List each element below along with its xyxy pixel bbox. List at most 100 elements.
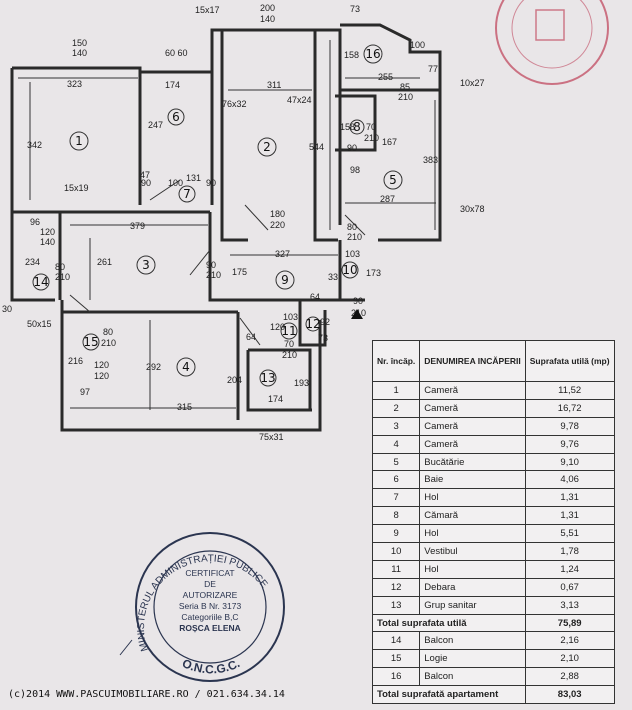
dim-label: 174 (268, 394, 283, 404)
cell-nr: 14 (371, 631, 421, 651)
room-label: 2 (263, 140, 271, 154)
dim-label: 216 (68, 356, 83, 366)
dim-label: 10x27 (460, 78, 485, 88)
dim-label: 90 (206, 260, 216, 270)
cell-nr: 9 (371, 524, 421, 544)
dim-label: 174 (165, 80, 180, 90)
rooms-table: Nr. încăp. DENUMIREA INCĂPERII Suprafata… (371, 340, 615, 705)
dim-label: 90 (347, 143, 357, 153)
dim-label: 220 (270, 220, 285, 230)
cell-name: Cameră (419, 381, 526, 400)
stamp-line: Categoriile B,C (181, 612, 239, 622)
cell-name: Vestibul (419, 542, 526, 561)
room-label: 8 (353, 120, 361, 134)
dim-label: 90 (206, 178, 216, 188)
cell-area: 0,67 (524, 577, 615, 597)
cell-name: Baie (419, 470, 526, 490)
cell-name: Balcon (419, 667, 526, 687)
dim-label: 120 (94, 360, 109, 370)
dim-label: 70 (284, 339, 294, 349)
room-label: 13 (260, 371, 275, 385)
cell-area: 11,52 (524, 381, 615, 400)
stamp-inner-text: CERTIFICAT DE AUTORIZARE Seria B Nr. 317… (172, 568, 248, 634)
dim-label: 210 (398, 92, 413, 102)
dim-label: 70 (366, 122, 376, 132)
total-util-area: 75,89 (524, 613, 615, 633)
plan-walls (10, 23, 442, 432)
dim-label: 30x78 (460, 204, 485, 214)
dim-label: 255 (378, 72, 393, 82)
dim-label: 173 (366, 268, 381, 278)
red-stamp-seal (495, 0, 609, 85)
stamp-line: AUTORIZARE (182, 590, 238, 600)
room-label: 6 (172, 110, 180, 124)
room-label: 10 (342, 263, 357, 277)
dim-label: 15x19 (64, 183, 89, 193)
dim-label: 544 (309, 142, 324, 152)
stamp-line: CERTIFICAT (185, 568, 235, 578)
dim-label: 92 (320, 317, 330, 327)
dim-label: 379 (130, 221, 145, 231)
dim-label: 287 (380, 194, 395, 204)
dim-label: 103 (283, 312, 298, 322)
cell-area: 16,72 (524, 398, 615, 418)
blue-stamp-seal (119, 532, 285, 682)
cell-area: 1,31 (524, 506, 615, 526)
dim-label: 77 (428, 64, 438, 74)
cell-area: 1,24 (524, 559, 615, 579)
cell-nr: 15 (371, 649, 421, 669)
total-apt-label: Total suprafată apartament (372, 685, 526, 705)
dim-label: 234 (25, 257, 40, 267)
dim-label: 100 (410, 40, 425, 50)
dim-label: 47 (140, 170, 150, 180)
cell-nr: 6 (371, 470, 421, 490)
dim-label: 80 (347, 222, 357, 232)
dim-label: 210 (282, 350, 297, 360)
north-arrow-icon (351, 309, 363, 319)
dim-label: 120 (270, 322, 285, 332)
room-labels: 1 2 3 4 5 6 7 8 9 10 11 12 13 14 15 16 (32, 44, 403, 387)
dim-label: 311 (267, 80, 281, 90)
cell-nr: 5 (371, 452, 421, 472)
dim-label: 80 (55, 262, 65, 272)
dim-label: 210 (55, 272, 70, 282)
dim-label: 30 (2, 304, 12, 314)
cell-nr: 1 (371, 381, 421, 400)
header-name: DENUMIREA INCĂPERII (419, 340, 526, 382)
dim-label: 98 (350, 165, 360, 175)
cell-nr: 3 (371, 416, 421, 436)
cell-nr: 12 (371, 577, 421, 597)
dim-label: 383 (423, 155, 438, 165)
room-label: 4 (182, 360, 190, 374)
total-apt-area: 83,03 (524, 685, 615, 705)
footer-copyright: (c)2014 WWW.PASCUIMOBILIARE.RO / 021.634… (8, 689, 285, 700)
dim-label: 100 (168, 178, 183, 188)
dim-label: 90 (353, 296, 363, 306)
table-header-row: Nr. încăp. DENUMIREA INCĂPERII Suprafata… (371, 340, 615, 382)
dim-label: 150 (72, 38, 87, 48)
room-label: 7 (183, 187, 191, 201)
dim-label: 210 (101, 338, 116, 348)
cell-area: 1,31 (524, 488, 615, 508)
dim-label: 180 (270, 209, 285, 219)
cell-name: Cameră (419, 416, 526, 436)
room-label: 11 (281, 324, 296, 338)
dim-label: 261 (97, 257, 112, 267)
cell-nr: 10 (371, 542, 421, 561)
cell-name: Hol (419, 559, 526, 579)
room-label: 12 (305, 317, 320, 331)
cell-name: Cămară (419, 506, 526, 526)
dim-label: 60 60 (165, 48, 188, 58)
stamp-bottom-text: O.N.C.G.C. (180, 656, 242, 676)
dim-label: 15x17 (195, 5, 220, 15)
